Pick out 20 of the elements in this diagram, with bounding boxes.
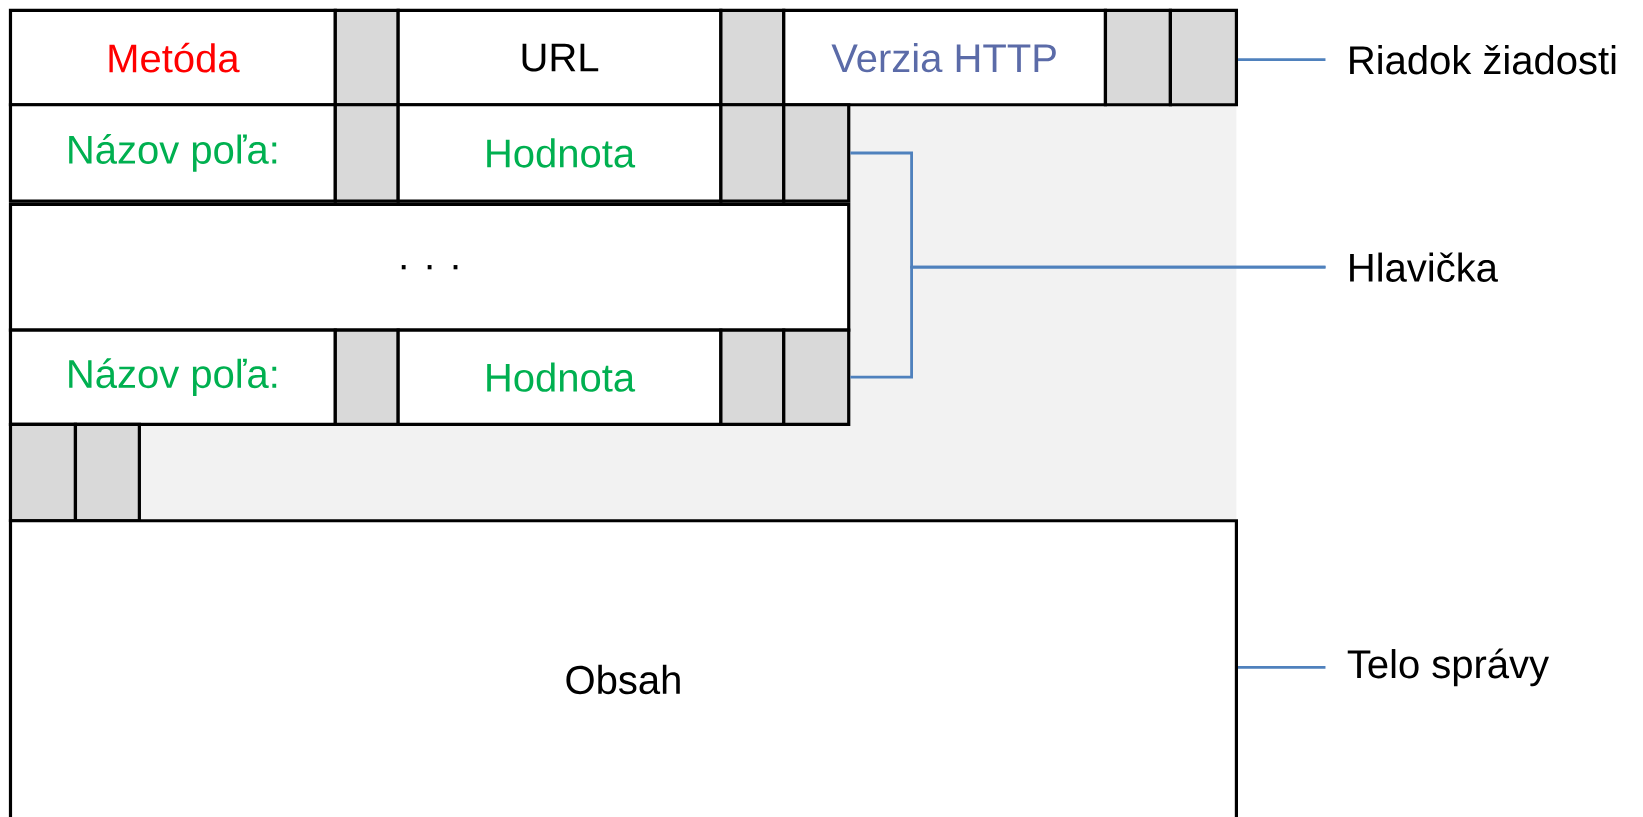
text-cell: Verzia HTTP bbox=[782, 8, 1108, 107]
separator-cell bbox=[782, 328, 851, 426]
text-cell: Metóda bbox=[8, 8, 337, 107]
separator-cell bbox=[333, 328, 400, 426]
section-label: Riadok žiadosti bbox=[1350, 44, 1616, 75]
leader-line bbox=[1238, 666, 1326, 669]
separator-cell bbox=[333, 103, 400, 203]
text-cell: Názov poľa: bbox=[8, 103, 337, 203]
separator-cell bbox=[1103, 8, 1172, 107]
bracket-line bbox=[850, 265, 1326, 379]
separator-cell bbox=[1168, 8, 1238, 107]
leader-line bbox=[1238, 58, 1326, 62]
body-box: Obsah bbox=[8, 519, 1238, 817]
text-cell: Hodnota bbox=[396, 328, 723, 426]
separator-cell bbox=[782, 103, 851, 203]
section-label: Hlavička bbox=[1350, 252, 1498, 282]
text-cell: Názov poľa: bbox=[8, 328, 337, 426]
section-label: Telo správy bbox=[1347, 648, 1549, 687]
text-cell: URL bbox=[396, 8, 723, 107]
text-cell: Hodnota bbox=[396, 103, 723, 203]
